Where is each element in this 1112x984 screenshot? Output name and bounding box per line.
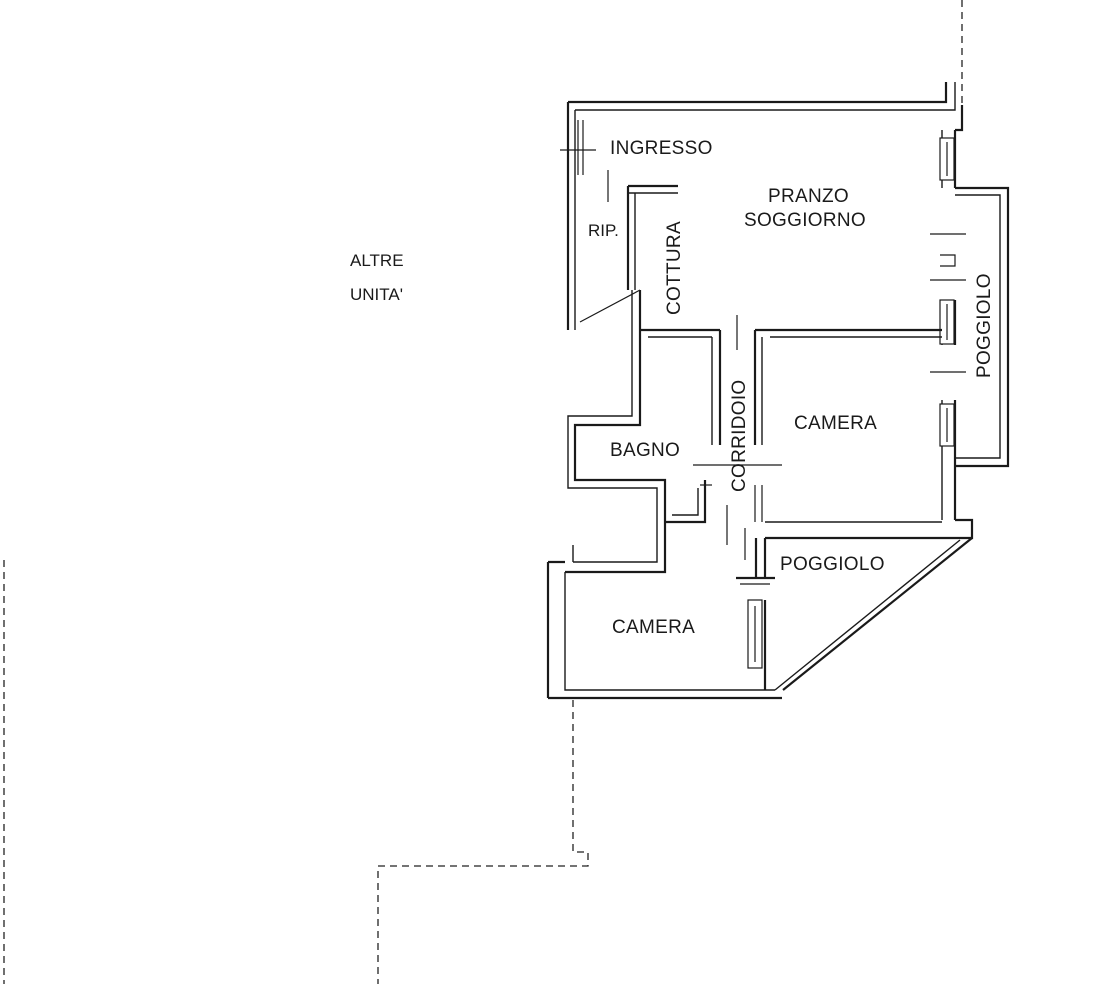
label-ingresso: INGRESSO xyxy=(610,138,713,159)
label-altre: ALTRE xyxy=(350,251,404,270)
label-poggiolo-south: POGGIOLO xyxy=(780,554,885,575)
label-camera-south: CAMERA xyxy=(612,617,695,638)
label-cottura: COTTURA xyxy=(664,221,685,315)
windows-east xyxy=(930,137,966,447)
label-soggiorno: SOGGIORNO xyxy=(744,210,866,231)
neighbours-label: ALTRE UNITA' xyxy=(350,251,404,304)
label-bagno: BAGNO xyxy=(610,440,680,461)
windows-south xyxy=(747,599,763,669)
label-poggiolo-east: POGGIOLO xyxy=(974,273,995,378)
property-boundary xyxy=(3,0,963,984)
balcony-east xyxy=(955,186,1010,468)
label-pranzo: PRANZO xyxy=(768,186,849,207)
label-corridoio: CORRIDOIO xyxy=(729,380,750,492)
label-unita: UNITA' xyxy=(350,285,403,304)
label-rip: RIP. xyxy=(588,221,619,240)
interior-walls xyxy=(560,149,942,585)
room-labels: INGRESSO PRANZO SOGGIORNO RIP. COTTURA P… xyxy=(588,138,995,638)
label-camera-east: CAMERA xyxy=(794,413,877,434)
exterior-walls xyxy=(546,82,974,700)
